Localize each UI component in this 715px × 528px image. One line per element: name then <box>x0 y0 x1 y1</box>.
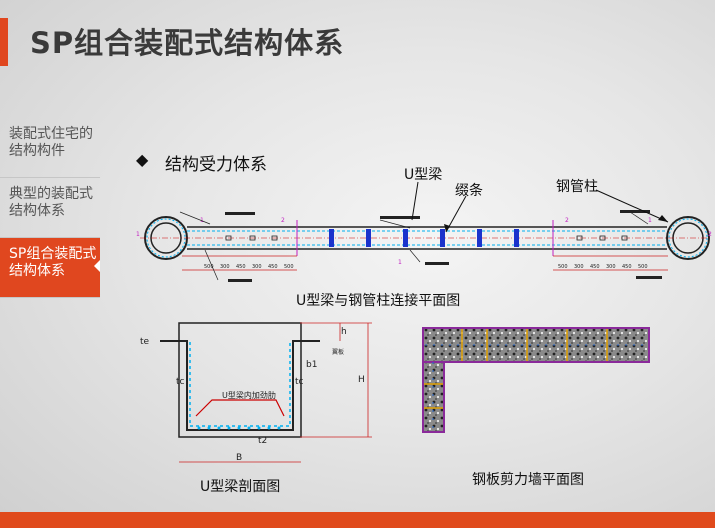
svg-text:300: 300 <box>220 264 230 270</box>
page-title: SP组合装配式结构体系 <box>30 26 345 60</box>
tie-bars <box>329 229 519 247</box>
label-tie-bar: 缀条 <box>455 183 483 199</box>
svg-text:1: 1 <box>398 259 402 266</box>
svg-text:1: 1 <box>648 217 652 224</box>
dim-tc: tc <box>176 377 185 387</box>
svg-text:450: 450 <box>622 264 632 270</box>
dim-B: B <box>236 453 242 463</box>
svg-text:300: 300 <box>606 264 616 270</box>
svg-text:500: 500 <box>638 264 648 270</box>
dim-b1: b1 <box>306 360 317 370</box>
svg-text:2: 2 <box>708 231 712 238</box>
section-caption: U型梁剖面图 <box>200 479 281 495</box>
wall-caption: 钢板剪力墙平面图 <box>472 472 584 488</box>
svg-text:500: 500 <box>284 264 294 270</box>
title-accent-bar <box>0 18 8 66</box>
sidebar-item-typical-systems[interactable]: 典型的装配式结构体系 <box>0 178 100 238</box>
svg-text:500: 500 <box>204 264 214 270</box>
svg-text:500: 500 <box>558 264 568 270</box>
steel-plate-shear-wall-drawing <box>422 327 650 433</box>
label-u-beam: U型梁 <box>404 167 443 183</box>
bullet-heading: 结构受力体系 <box>165 155 267 175</box>
dim-h: h <box>341 327 347 337</box>
svg-text:2: 2 <box>565 217 569 224</box>
svg-text:300: 300 <box>574 264 584 270</box>
svg-text:450: 450 <box>268 264 278 270</box>
plan-caption: U型梁与钢管柱连接平面图 <box>296 293 461 309</box>
diamond-bullet-icon: ◆ <box>136 150 149 169</box>
svg-text:2: 2 <box>281 217 285 224</box>
svg-text:300: 300 <box>252 264 262 270</box>
label-flange: 翼板 <box>332 348 344 356</box>
dim-H: H <box>358 375 365 385</box>
svg-text:450: 450 <box>236 264 246 270</box>
sidebar-item-components[interactable]: 装配式住宅的结构构件 <box>0 118 100 178</box>
label-stiffener: U型梁内加劲肋 <box>222 390 276 400</box>
footer-bar <box>0 512 715 528</box>
dim-tc-right: tc <box>295 377 304 387</box>
dim-t2: t2 <box>258 436 267 446</box>
svg-text:450: 450 <box>590 264 600 270</box>
svg-text:1: 1 <box>136 231 140 238</box>
sidebar-nav: 装配式住宅的结构构件 典型的装配式结构体系 SP组合装配式结构体系 <box>0 118 100 298</box>
dim-te: te <box>140 337 150 347</box>
sidebar-item-sp-system[interactable]: SP组合装配式结构体系 <box>0 238 100 298</box>
label-steel-tube-column: 钢管柱 <box>556 179 598 195</box>
u-beam-section-drawing: B H h b1 tc tc te t2 翼板 U型梁内加劲肋 <box>140 322 372 463</box>
